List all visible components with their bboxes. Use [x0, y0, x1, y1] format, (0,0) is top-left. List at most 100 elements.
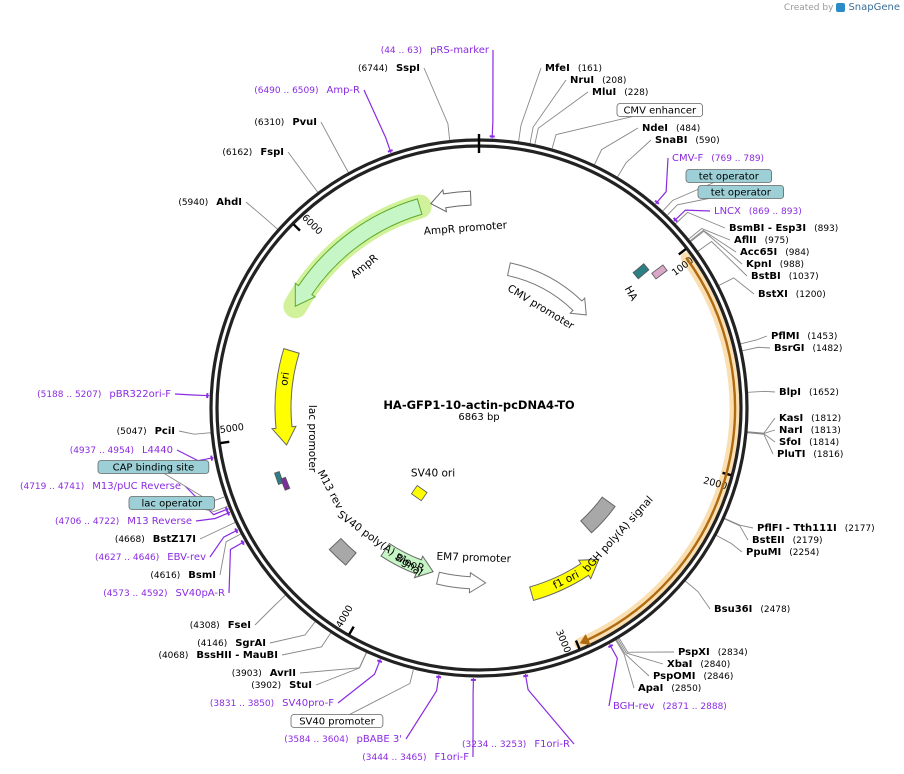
primer-label: (3234 .. 3253)F1ori-R [462, 739, 570, 750]
primer-name: pBR322ori-F [109, 389, 171, 400]
feature-label-text: tet operator [711, 188, 772, 199]
enzyme-position: (2834) [718, 648, 748, 658]
feature-ampr-label: AmpR [349, 252, 381, 281]
enzyme-leader-line [615, 639, 650, 677]
tick-mark [348, 626, 355, 636]
primer-name: SV40pro-F [282, 698, 334, 709]
tick-label: 5000 [219, 422, 244, 436]
enzyme-position: (6310) [254, 118, 284, 128]
enzyme-leader-line [219, 533, 242, 576]
feature-label-box [685, 169, 772, 183]
feature-ori-label: ori [278, 371, 292, 386]
feature-label-text: CAP binding site [113, 463, 195, 474]
enzyme-site: ApaI(2850) [638, 683, 701, 694]
enzyme-leader-line [688, 228, 731, 241]
primer-name: Amp-R [327, 85, 361, 96]
enzyme-leader-line [593, 127, 639, 166]
ha-tag-marker [651, 264, 668, 280]
enzyme-leader-line [690, 230, 743, 265]
primer-range: (3584 .. 3604) [284, 735, 348, 745]
enzyme-position: (4616) [150, 571, 180, 581]
feature-label-box [616, 103, 703, 117]
enzyme-name: BsmBI - Esp3I [729, 223, 806, 234]
enzyme-name: MluI [592, 87, 616, 98]
enzyme-site: (5940)AhdI [178, 197, 242, 208]
tet-operator-marker [632, 263, 650, 280]
primer-binding-mark [436, 675, 442, 679]
enzyme-position: (1814) [809, 438, 839, 448]
enzyme-position: (1652) [809, 388, 839, 398]
enzyme-position: (1816) [813, 450, 843, 460]
primer-range: (4627 .. 4646) [95, 553, 159, 563]
enzyme-leader-line [287, 151, 319, 193]
enzyme-site: (4146) SgrAI [197, 638, 266, 649]
plasmid-size: 6863 bp [458, 412, 499, 423]
boxed-leader-line [662, 175, 729, 211]
enzyme-position: (4668) [115, 535, 145, 545]
enzyme-position: (1200) [796, 290, 826, 300]
primer-label: (3444 .. 3465)F1ori-F [362, 752, 469, 763]
enzyme-site: NruI(208) [570, 75, 626, 86]
enzyme-site: PluTI(1816) [777, 449, 843, 460]
enzyme-name: BstZ17I [153, 534, 196, 545]
enzyme-position: (2179) [793, 536, 823, 546]
boxed-leader-line [551, 109, 660, 149]
enzyme-position: (1813) [811, 426, 841, 436]
plasmid-name: HA-GFP1-10-actin-pcDNA4-TO [383, 398, 575, 412]
primer-binding-mark [234, 528, 239, 534]
enzyme-site: (4068)BssHII - MauBI [158, 650, 278, 661]
enzyme-name: SspI [396, 63, 420, 74]
enzyme-leader-line [674, 211, 726, 229]
primer-range: (3831 .. 3850) [210, 699, 274, 709]
enzyme-position: (4308) [190, 621, 220, 631]
enzyme-site: PspOMI(2846) [653, 671, 733, 682]
enzyme-leader-line [315, 652, 368, 686]
primer-name: BGH-rev [613, 701, 655, 712]
enzyme-name: KasI [779, 413, 803, 424]
enzyme-site: (3903)AvrII [232, 668, 296, 679]
primer-leader-line [608, 644, 618, 707]
tick-label: 4000 [334, 603, 356, 629]
primer-range: (769 .. 789) [711, 154, 764, 164]
enzyme-leader-line [689, 229, 737, 253]
enzyme-site: NdeI(484) [642, 123, 700, 134]
primer-range: (4573 .. 4592) [103, 589, 167, 599]
enzyme-name: PspXI [678, 647, 710, 658]
primer-leader-line [228, 541, 245, 594]
enzyme-position: (228) [624, 88, 648, 98]
enzyme-name: BstBI [751, 271, 781, 282]
cap-site-marker [274, 470, 284, 485]
enzyme-position: (4146) [197, 639, 227, 649]
enzyme-leader-line [740, 335, 768, 345]
enzyme-site: BlpI(1652) [779, 387, 839, 398]
enzyme-name: SfoI [779, 437, 801, 448]
feature-ori [271, 347, 300, 446]
primer-range: (2871 .. 2888) [663, 702, 727, 712]
enzyme-site: SnaBI(590) [655, 135, 720, 146]
feature-ampr-promoter-label: AmpR promoter [423, 219, 508, 237]
inner-label-sv40-ori: SV40 ori [411, 467, 455, 479]
enzyme-site: PpuMI(2254) [746, 547, 819, 558]
primer-name: CMV-F [672, 153, 703, 164]
primer-leader-line [673, 209, 711, 222]
feature-sv40-poly-a-signal [328, 537, 357, 566]
primer-binding-mark [672, 217, 678, 223]
enzyme-name: SgrAI [235, 638, 266, 649]
enzyme-position: (2840) [700, 660, 730, 670]
primer-leader-line [184, 485, 229, 516]
primer-name: F1ori-R [534, 739, 570, 750]
tick-mark [220, 440, 230, 445]
enzyme-site: AflII(975) [734, 235, 789, 246]
primer-binding-mark [210, 455, 214, 461]
enzyme-name: KpnI [746, 259, 772, 270]
enzyme-position: (4068) [158, 651, 188, 661]
enzyme-leader-line [616, 139, 652, 178]
enzyme-leader-line [529, 79, 567, 144]
tick-label: 6000 [299, 212, 324, 237]
enzyme-site: BstEII(2179) [752, 535, 823, 546]
enzyme-site: MluI (228) [592, 87, 648, 98]
enzyme-site: BsrGI(1482) [774, 343, 842, 354]
inner-label-m13-rev: M13 rev [315, 468, 346, 511]
enzyme-site: XbaI(2840) [667, 659, 730, 670]
enzyme-leader-line [724, 517, 754, 529]
